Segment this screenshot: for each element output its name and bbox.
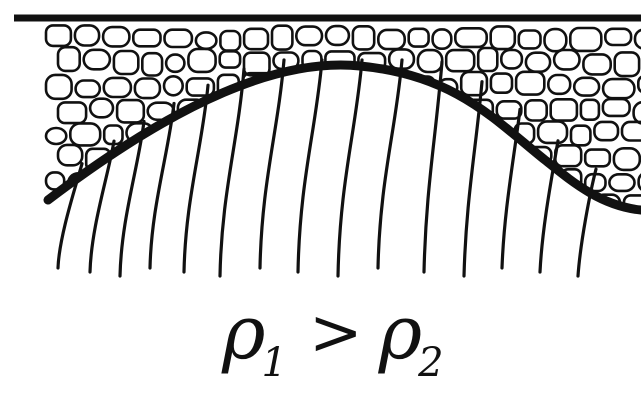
grain-cell — [88, 97, 115, 119]
grain-cell — [324, 24, 351, 47]
columnar-fibre — [376, 58, 404, 270]
grain-cell — [44, 24, 73, 48]
grain-cell — [376, 28, 406, 51]
grain-cell — [444, 48, 476, 73]
grain-cell — [163, 28, 194, 49]
grain-cell — [593, 120, 620, 142]
grain-cell — [489, 72, 514, 94]
grain-cell — [523, 99, 548, 122]
grain-cell — [218, 49, 242, 69]
columnar-fibre — [218, 67, 246, 278]
grain-cell — [582, 53, 613, 76]
grain-cell — [637, 171, 641, 193]
grain-cell — [601, 97, 631, 118]
columnar-fibre — [576, 167, 598, 278]
grain-cell — [112, 49, 140, 76]
grain-cell — [162, 75, 185, 97]
columnar-fibre — [500, 107, 522, 270]
grain-cell — [407, 27, 430, 48]
grain-cell — [242, 27, 270, 51]
grain-cell — [101, 25, 131, 48]
grain-cell — [73, 24, 101, 47]
grain-cell — [133, 77, 162, 100]
grain-cell — [553, 144, 583, 168]
columnar-fibre — [538, 139, 560, 274]
grain-cell — [270, 24, 294, 51]
grain-cell — [583, 148, 612, 168]
grain-cell — [612, 147, 641, 172]
grain-cell — [102, 76, 133, 99]
columnar-fibre — [182, 83, 210, 274]
grain-cell — [294, 25, 324, 47]
grain-cell — [187, 47, 217, 74]
grain-cell — [620, 120, 641, 142]
grain-cell — [572, 76, 601, 97]
grain-cell — [141, 51, 164, 77]
density-relation-label: ρ1>ρ2 — [222, 296, 444, 383]
grain-cell — [185, 77, 216, 97]
columnar-fibre — [258, 58, 286, 270]
grain-cell — [514, 70, 546, 96]
grain-cell — [613, 51, 641, 78]
columnar-fibre — [422, 60, 444, 274]
grain-cell — [568, 26, 603, 53]
grain-cell — [164, 53, 186, 74]
grain-cell — [56, 45, 82, 73]
grain-cell — [453, 26, 488, 49]
rho-1-subscript: 1 — [261, 340, 287, 386]
grain-cell — [489, 25, 517, 51]
grain-cell — [194, 31, 218, 51]
grain-cell — [219, 29, 242, 52]
grain-cell — [44, 126, 68, 146]
grain-cell — [636, 74, 641, 94]
grain-cell — [549, 98, 579, 122]
grain-cell — [517, 29, 542, 50]
grain-cell — [536, 120, 569, 145]
grain-cell — [632, 100, 641, 125]
grain-cell — [56, 101, 88, 125]
grain-cell — [69, 122, 102, 147]
grain-cell — [416, 48, 444, 74]
grain-cell — [74, 79, 102, 99]
grain-cell — [44, 73, 73, 101]
grain-cell — [431, 28, 453, 50]
grain-cell — [115, 98, 146, 124]
rho-2-subscript: 2 — [418, 340, 444, 386]
grain-cell — [603, 27, 633, 47]
grain-cell — [82, 48, 112, 71]
grain-cell — [132, 28, 162, 48]
rho-1-symbol: ρ — [222, 290, 266, 376]
grain-cell — [552, 48, 581, 71]
rho-2-symbol: ρ — [378, 290, 423, 376]
grain-cell — [56, 143, 84, 167]
columnar-fibre-region — [56, 58, 598, 278]
grain-cell — [476, 46, 499, 73]
grain-cell — [524, 51, 552, 74]
grain-cell — [351, 24, 376, 51]
grain-cell — [546, 73, 572, 96]
grain-cell — [601, 77, 636, 100]
grain-cell — [543, 27, 568, 53]
grain-cell — [608, 173, 636, 193]
grain-cell — [569, 124, 592, 147]
grain-cell — [633, 28, 641, 50]
columnar-fibre — [336, 58, 364, 278]
grain-cell — [499, 48, 524, 70]
grain-cell — [459, 70, 489, 97]
interface-curve — [43, 60, 641, 215]
columnar-fibre — [296, 58, 324, 274]
greater-than-operator: > — [308, 296, 363, 370]
grain-cell — [579, 98, 601, 122]
